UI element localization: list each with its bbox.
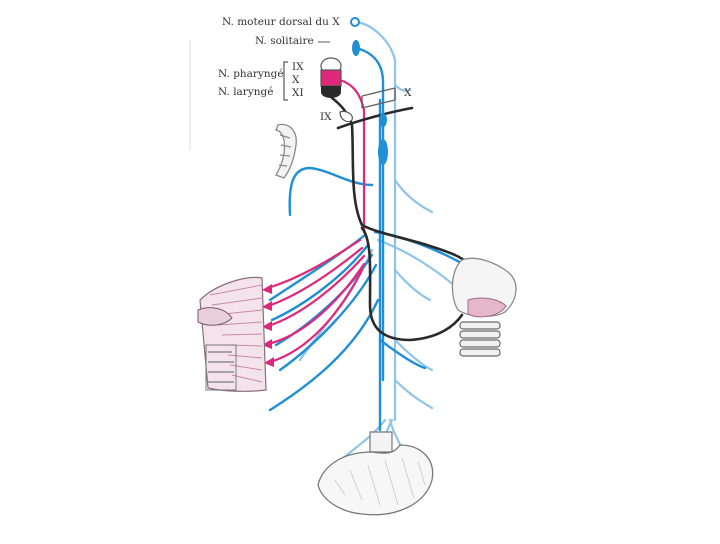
label-nerve-ix: IX	[292, 61, 304, 73]
lower-ganglion	[378, 139, 388, 165]
larynx-organ	[451, 257, 517, 357]
blue-from-solitaire	[354, 46, 385, 382]
dorsal-motor-nucleus	[350, 17, 360, 27]
stomach-organ	[317, 431, 434, 516]
blue-pharynx-branch-4	[278, 263, 378, 372]
blue-long-left-branch	[268, 298, 380, 412]
larynx-muscle	[467, 297, 507, 318]
trachea-ring-4	[459, 348, 501, 357]
band-top	[361, 87, 396, 97]
hook-outline	[275, 123, 297, 179]
light-blue-branch-low	[393, 338, 434, 372]
stomach-texture	[334, 457, 426, 506]
pink-fibers	[266, 78, 366, 364]
esophagus	[369, 431, 393, 453]
stomach-outline	[317, 444, 434, 516]
label-pharynge: N. pharyngé	[218, 68, 284, 80]
black-from-nucleus	[330, 96, 364, 227]
pink-branch-5	[268, 268, 364, 364]
black-recurrent	[360, 226, 464, 342]
trachea-ring-2	[459, 330, 501, 339]
label-solitaire: N. solitaire	[255, 35, 314, 47]
hook-hatch	[278, 134, 292, 167]
label-x-right: X	[404, 87, 412, 99]
trachea-ring-1	[459, 321, 501, 330]
blue-lower-right	[378, 338, 427, 370]
solitary-nucleus	[352, 40, 360, 56]
pink-arrow-2	[262, 301, 272, 311]
light-blue-branch-upper	[393, 178, 434, 214]
band-bottom	[361, 99, 396, 109]
light-blue-trunk	[354, 20, 397, 422]
blue-pharynx-branch-2	[270, 243, 370, 322]
hyoid-hook-organ	[275, 123, 297, 179]
pink-trunk	[338, 78, 366, 234]
mouth-lips	[197, 307, 233, 326]
label-nerve-x: X	[292, 74, 300, 86]
pink-arrow-5	[264, 357, 274, 367]
pink-arrow-3	[262, 321, 272, 331]
pink-branch-2	[266, 246, 364, 308]
upper-ganglion	[379, 113, 387, 127]
black-transverse	[336, 106, 414, 130]
ix-small-ganglion	[339, 110, 353, 123]
label-ix-lower: IX	[320, 111, 332, 123]
pharynx-fibers	[209, 284, 263, 383]
trachea-rings-left	[208, 351, 234, 383]
light-blue-branch-lower	[393, 378, 434, 410]
pink-branch-3	[266, 254, 366, 328]
trachea-right	[459, 321, 501, 357]
pink-branch-1	[266, 238, 362, 290]
vagus-ganglion-band	[361, 87, 396, 109]
nucleus-bottom-black	[321, 86, 341, 98]
pink-arrowheads	[262, 284, 274, 367]
pharynx-organ	[197, 276, 267, 392]
nerve-bracket	[283, 61, 288, 101]
light-blue-branch-mid	[393, 268, 432, 302]
label-larynge: N. laryngé	[218, 86, 273, 98]
nucleus-ambiguus	[320, 57, 342, 98]
pink-branch-4	[266, 262, 366, 346]
label-moteur-dorsal: N. moteur dorsal du X	[222, 16, 340, 28]
pink-arrow-1	[262, 284, 272, 294]
label-nerve-xi: XI	[292, 87, 304, 99]
nucleus-middle-pink	[320, 69, 342, 87]
light-blue-top-hook	[393, 83, 412, 92]
trachea-ring-3	[459, 339, 501, 348]
pink-arrow-4	[262, 339, 272, 349]
trachea-left	[205, 344, 237, 391]
